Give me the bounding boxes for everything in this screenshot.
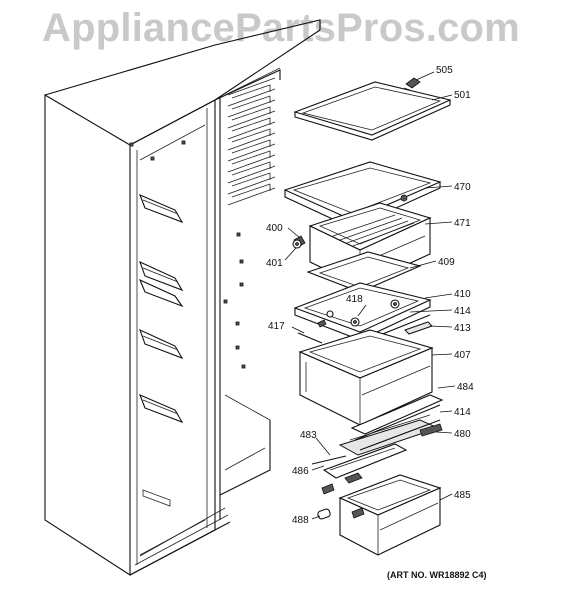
callout-401: 401 [266,258,283,269]
part-483-486-rod [311,443,408,484]
part-400-401-knob [292,235,306,249]
door-bins [138,193,184,507]
callout-470: 470 [454,182,471,193]
callout-471: 471 [454,218,471,229]
part-409-glass [306,251,422,293]
refrigerator-cabinet [44,19,321,577]
callout-413: 413 [454,323,471,334]
part-410-frame [293,282,432,341]
part-417-rod [297,319,327,344]
callout-485: 485 [454,490,471,501]
part-505-clip [403,77,421,91]
site-watermark: AppliancePartsPros.com [42,6,520,50]
callout-410: 410 [454,289,471,300]
part-407-drawer [298,329,434,426]
callout-483: 483 [300,430,317,441]
callout-501: 501 [454,90,471,101]
rail-stack [227,77,276,206]
callout-407: 407 [454,350,471,361]
callout-414-upper: 414 [454,306,471,317]
callout-labels: 505 501 470 471 400 401 409 418 410 414 … [266,65,474,526]
callout-414-lower: 414 [454,407,471,418]
callout-418: 418 [346,294,363,305]
part-501-glass-shelf [293,81,452,141]
callout-488: 488 [292,515,309,526]
leader-lines [284,71,456,520]
part-485-drawer [321,474,442,556]
callout-409: 409 [438,257,455,268]
callout-484: 484 [457,382,474,393]
callout-486: 486 [292,466,309,477]
part-480-slide [338,414,443,456]
callout-480: 480 [454,429,471,440]
callout-505: 505 [436,65,453,76]
part-488-stop [317,508,331,520]
callout-400: 400 [266,223,283,234]
callout-417: 417 [268,321,285,332]
art-number: (ART NO. WR18892 C4) [387,570,487,580]
